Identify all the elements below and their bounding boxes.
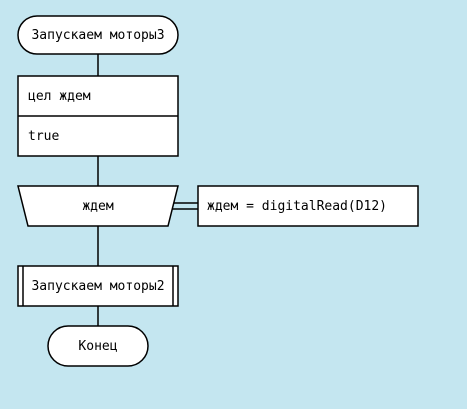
subroutine-block bbox=[17, 265, 179, 307]
subroutine-label: Запускаем моторы2 bbox=[31, 278, 165, 294]
assign-label: ждем = digitalRead(D12) bbox=[207, 198, 388, 214]
end-label: Конец bbox=[78, 338, 118, 354]
start-label: Запускаем моторы3 bbox=[31, 27, 165, 43]
loop-label: ждем bbox=[82, 198, 114, 214]
declare-value-label: true bbox=[28, 128, 60, 144]
start-terminator bbox=[17, 15, 179, 55]
end-terminator bbox=[47, 325, 149, 367]
loop-trapezoid bbox=[17, 185, 179, 227]
assign-box bbox=[197, 185, 419, 227]
declare-name-label: цел ждем bbox=[28, 88, 91, 104]
